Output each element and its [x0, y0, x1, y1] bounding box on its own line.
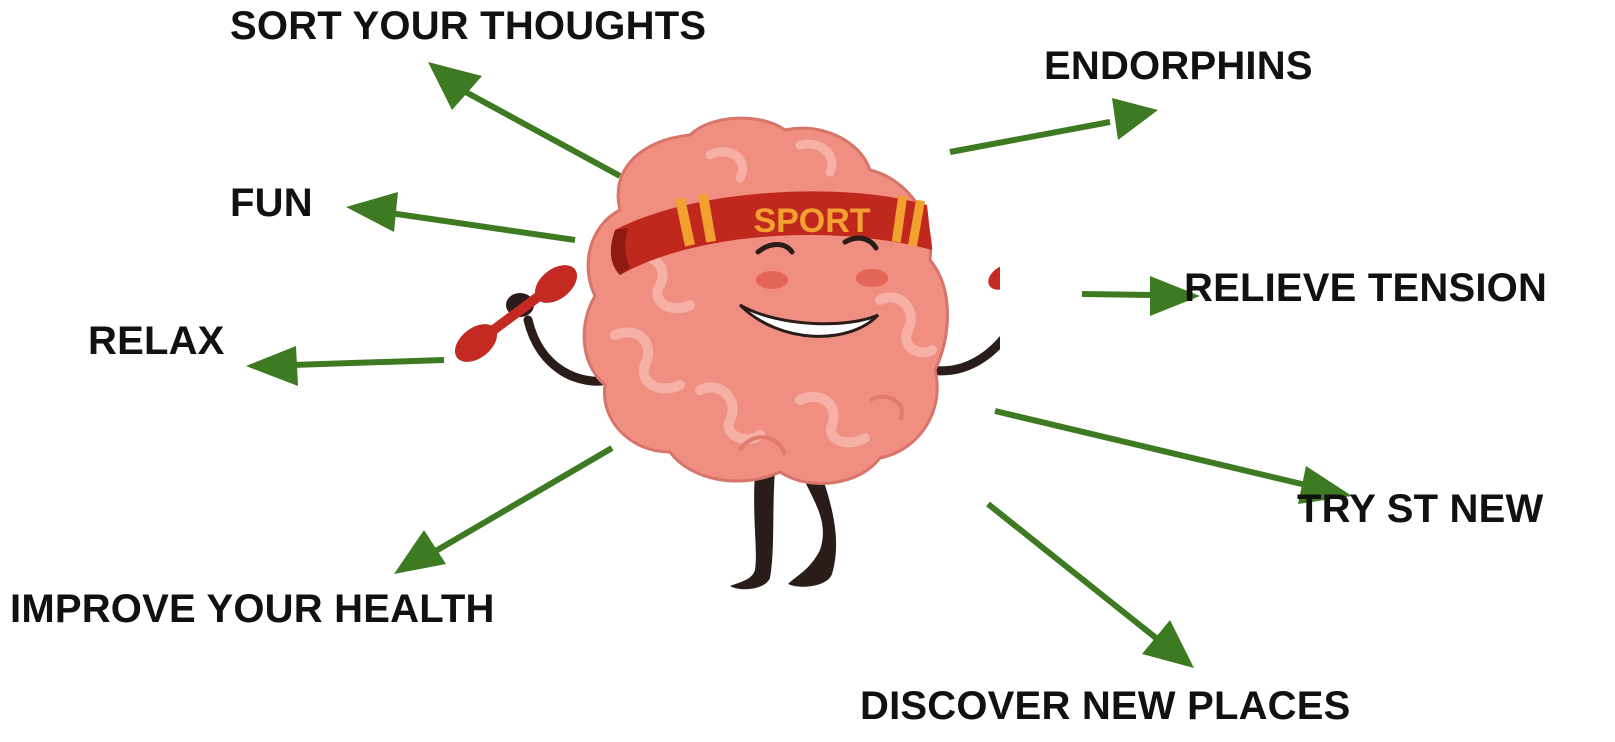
dumbbell-icon [448, 257, 584, 369]
legs [730, 470, 836, 589]
label-fun: FUN [230, 183, 313, 223]
arrow-relax [246, 346, 444, 386]
label-relax: RELAX [88, 321, 225, 361]
label-improve-your-health: IMPROVE YOUR HEALTH [10, 589, 495, 629]
label-try-st-new: TRY ST NEW [1297, 489, 1543, 529]
label-sort-your-thoughts: SORT YOUR THOUGHTS [230, 6, 706, 46]
headband-text: SPORT [753, 202, 870, 240]
label-relieve-tension: RELIEVE TENSION [1184, 268, 1547, 308]
label-discover-new-places: DISCOVER NEW PLACES [860, 686, 1351, 726]
brain-mascot-icon: SPORT [440, 100, 1000, 620]
arrow-relieve-tension [1082, 276, 1200, 316]
brain-body [584, 118, 947, 483]
label-endorphins: ENDORPHINS [1044, 46, 1313, 86]
arrow-discover-new-places [988, 504, 1194, 668]
